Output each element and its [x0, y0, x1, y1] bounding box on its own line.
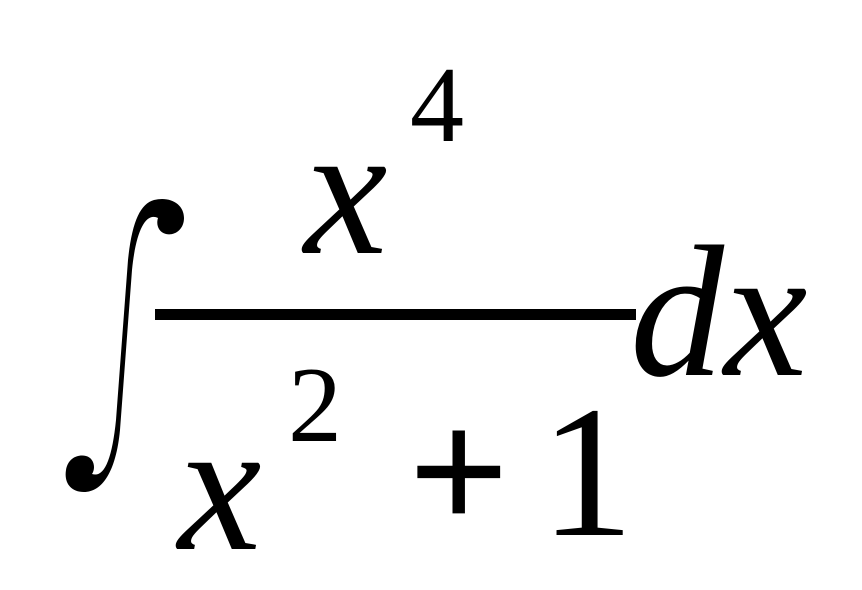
denominator-base: x	[178, 381, 262, 590]
numerator-base: x	[304, 85, 388, 294]
denominator-plus-operator: +	[408, 372, 510, 570]
denominator-constant: 1	[540, 367, 634, 576]
numerator-exponent: 4	[410, 46, 464, 165]
fraction-bar	[155, 309, 636, 320]
denominator-exponent: 2	[288, 346, 342, 465]
integral-sign-icon	[65, 198, 184, 492]
differential: dx	[630, 207, 808, 416]
